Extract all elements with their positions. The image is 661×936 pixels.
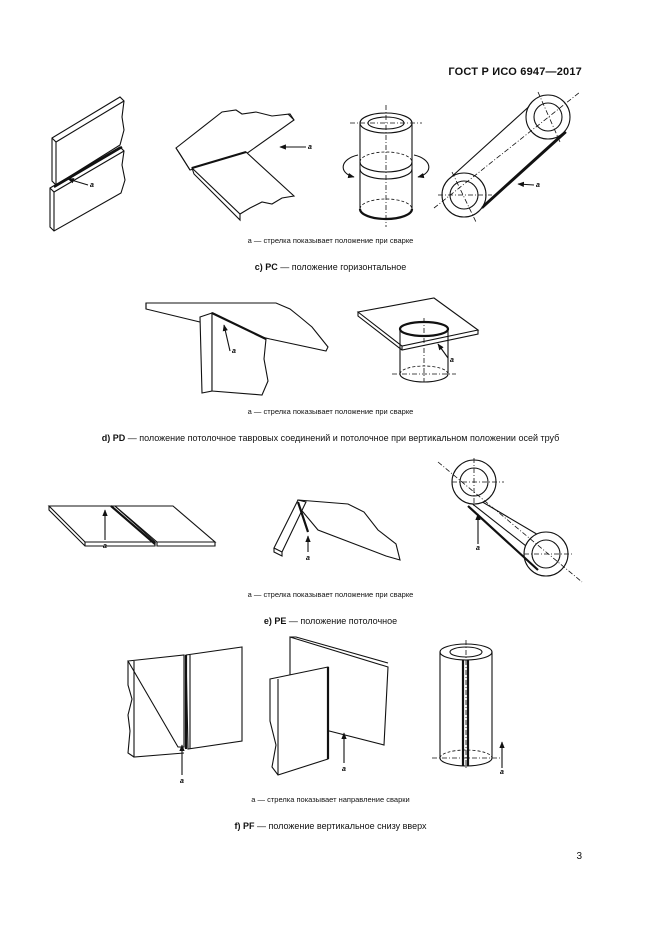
arrow-label-a: a bbox=[450, 357, 454, 364]
note-pc: a — стрелка показывает положение при сва… bbox=[247, 236, 414, 245]
figure-pc-inclined-pipe: a bbox=[433, 91, 581, 223]
arrow-label-a: a bbox=[232, 348, 236, 355]
arrow-label-a: a bbox=[476, 545, 480, 552]
arrow-label-a: a bbox=[308, 144, 312, 151]
arrow-label-a: a bbox=[103, 543, 107, 550]
caption-pe-text: — положение потолочное bbox=[286, 616, 398, 626]
figure-pd-tee-joint-overhead: a bbox=[145, 302, 329, 396]
caption-pf: f) PF — положение вертикальное снизу вве… bbox=[0, 821, 661, 831]
figure-pf-vertical-pipe: a bbox=[432, 640, 505, 776]
figure-pe-horizontal-pipe: a bbox=[437, 458, 583, 583]
note-pd: a — стрелка показывает положение при сва… bbox=[247, 407, 414, 416]
arrow-label-a: a bbox=[536, 182, 540, 189]
figure-pf-tee-vertical: a bbox=[269, 636, 389, 776]
caption-pd: d) PD — положение потолочное тавровых со… bbox=[0, 433, 661, 443]
caption-pc-text: — положение горизонтальное bbox=[277, 262, 407, 272]
caption-pd-text: — положение потолочное тавровых соединен… bbox=[125, 433, 560, 443]
figure-pc-butt-vertical-plates: a bbox=[49, 96, 126, 232]
figure-pc-corner-joint: a bbox=[175, 109, 312, 222]
figure-pf-butt-vertical: a bbox=[127, 646, 243, 785]
caption-pe-code: e) PE bbox=[263, 616, 287, 626]
caption-pf-text: — положение вертикальное снизу вверх bbox=[254, 821, 427, 831]
note-pf: a — стрелка показывает направление сварк… bbox=[251, 795, 410, 804]
figure-pe-corner-overhead: a bbox=[273, 499, 401, 562]
caption-pc-code: c) PC bbox=[254, 262, 278, 272]
caption-pe: e) PE — положение потолочное bbox=[0, 616, 661, 626]
document-header: ГОСТ Р ИСО 6947—2017 bbox=[448, 66, 582, 78]
arrow-label-a: a bbox=[90, 182, 94, 189]
figure-pc-vertical-pipe bbox=[342, 105, 430, 227]
arrow-label-a: a bbox=[500, 769, 504, 776]
caption-pc: c) PC — положение горизонтальное bbox=[0, 262, 661, 272]
caption-pf-code: f) PF bbox=[234, 821, 255, 831]
arrow-label-a: a bbox=[180, 778, 184, 785]
figure-pe-butt-overhead: a bbox=[47, 505, 217, 550]
caption-pd-code: d) PD bbox=[101, 433, 126, 443]
arrow-label-a: a bbox=[306, 555, 310, 562]
figure-pd-vertical-pipe-overhead: a bbox=[356, 297, 480, 383]
page-number: 3 bbox=[576, 851, 582, 862]
arrow-label-a: a bbox=[342, 766, 346, 773]
note-pe: a — стрелка показывает положение при сва… bbox=[247, 590, 414, 599]
